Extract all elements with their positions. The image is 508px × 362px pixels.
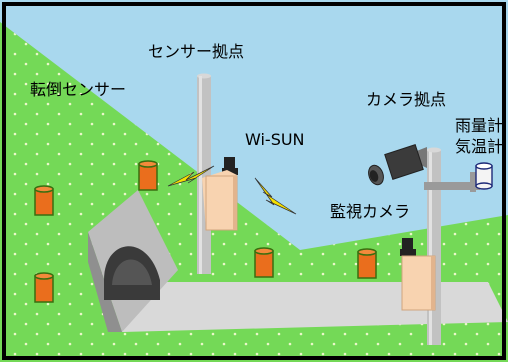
tilt-sensor-icon — [34, 272, 54, 303]
tilt-sensor-icon — [34, 185, 54, 216]
label-camera-base: カメラ拠点 — [366, 90, 447, 109]
wisun-signal-icon — [167, 165, 297, 215]
label-rain-gauge: 雨量計 — [455, 116, 504, 135]
label-tilt-sensor: 転倒センサー — [30, 80, 127, 99]
sensor-base-box — [202, 157, 238, 231]
camera-base-box — [400, 238, 436, 311]
label-surveillance-camera: 監視カメラ — [330, 202, 411, 221]
tilt-sensor-icon — [357, 248, 377, 279]
rain-gauge-icon — [475, 162, 493, 190]
tilt-sensor-icon — [254, 247, 274, 278]
label-sensor-base: センサー拠点 — [148, 42, 245, 61]
culvert — [88, 190, 178, 332]
label-wisun: Wi-SUN — [245, 130, 305, 149]
tilt-sensor-icon — [138, 160, 158, 191]
surveillance-camera-icon — [368, 144, 427, 186]
label-thermometer: 気温計 — [455, 137, 504, 156]
tilt-sensors — [34, 160, 377, 303]
